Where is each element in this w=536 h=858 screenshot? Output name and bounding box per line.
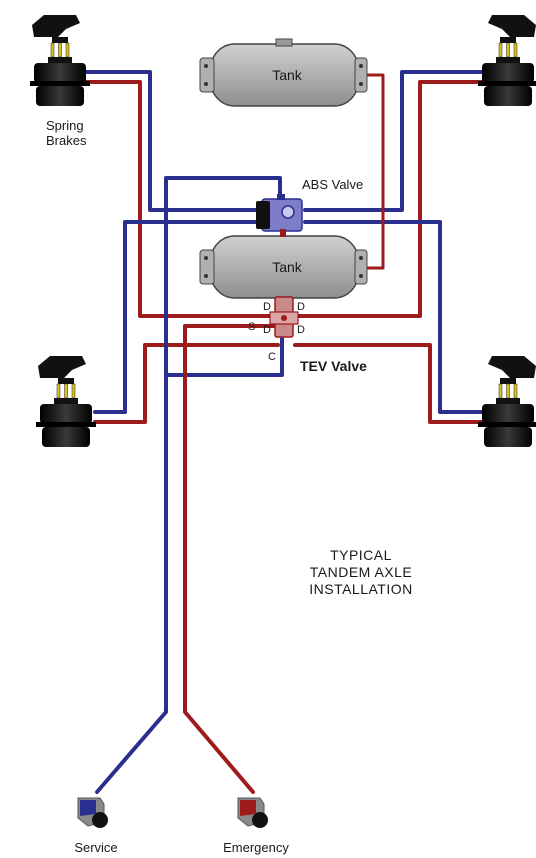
- tev-port-d4-label: D: [297, 324, 305, 336]
- diagram-title-line3: INSTALLATION: [309, 581, 413, 597]
- spring-brakes-label-line2: Brakes: [46, 133, 87, 148]
- tank-upper: Tank: [199, 38, 368, 107]
- tev-port-c-label: C: [268, 351, 276, 363]
- service-label: Service: [74, 840, 117, 855]
- service-line-bottom-left: [93, 220, 260, 414]
- brake-chamber-bottom-left: [35, 355, 97, 448]
- service-line-top-left: [83, 70, 260, 212]
- tev-valve: [269, 296, 299, 338]
- tev-port-d3-label: D: [263, 324, 271, 336]
- tev-port-d2-label: D: [297, 301, 305, 313]
- service-gladhand: [77, 797, 109, 829]
- air-lines: [83, 70, 492, 794]
- spring-brake-chamber-top-left: [29, 14, 91, 107]
- service-supply-line: [95, 176, 282, 794]
- emergency-line-bottom-left: [93, 343, 280, 424]
- spring-brake-chamber-top-right: [477, 14, 536, 107]
- emergency-line-top-left: [83, 80, 280, 318]
- tank-lower-label: Tank: [272, 259, 303, 275]
- tev-port-d1-label: D: [263, 301, 271, 313]
- emergency-gladhand: [237, 797, 269, 829]
- diagram-title-line1: TYPICAL: [330, 547, 392, 563]
- emergency-line-top-right: [293, 80, 490, 318]
- emergency-supply-line: [183, 324, 282, 794]
- tank-lower: Tank: [199, 235, 368, 299]
- diagram-title-line2: TANDEM AXLE: [310, 564, 413, 580]
- brake-chamber-bottom-right: [477, 355, 536, 448]
- tev-port-s-label: S: [248, 321, 255, 333]
- tev-valve-label: TEV Valve: [300, 358, 367, 374]
- emergency-line-bottom-right: [293, 343, 492, 424]
- emergency-label: Emergency: [223, 840, 289, 855]
- service-line-bottom-right: [303, 220, 492, 414]
- tank-interconnect-line: [360, 73, 385, 270]
- spring-brakes-label-line1: Spring: [46, 118, 84, 133]
- abs-valve: [256, 194, 303, 237]
- tank-upper-label: Tank: [272, 67, 303, 83]
- service-line-top-right: [303, 70, 490, 212]
- abs-valve-label: ABS Valve: [302, 177, 363, 192]
- tev-control-line: [164, 336, 284, 377]
